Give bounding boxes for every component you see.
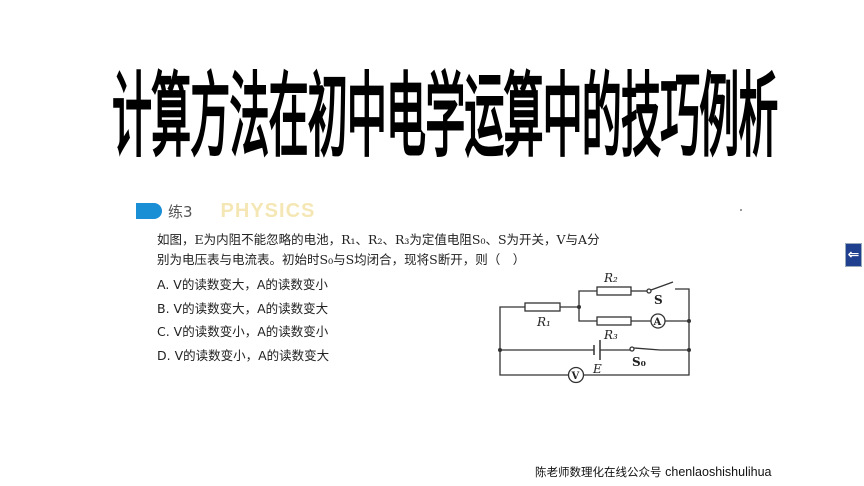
voltmeter-icon xyxy=(567,366,585,384)
option-c: C. V的读数变小，A的读数变小 xyxy=(157,324,329,339)
exercise-label: 练3 xyxy=(168,202,193,221)
page-title: 计算方法在初中电学运算中的技巧例析 xyxy=(112,63,778,170)
label-r3: R₃ xyxy=(603,328,618,342)
label-r2: R₂ xyxy=(603,271,618,285)
label-s: S xyxy=(654,293,663,307)
arrow-left-icon: ⇐ xyxy=(847,247,860,263)
option-b: B. V的读数变大，A的读数变大 xyxy=(157,301,329,316)
battery-e xyxy=(593,340,601,360)
resistor-r3 xyxy=(596,316,632,326)
junctions xyxy=(498,305,691,352)
resistor-r1 xyxy=(524,302,561,312)
switch-s xyxy=(646,281,674,294)
ammeter-icon xyxy=(650,313,666,329)
option-d: D. V的读数变小，A的读数变大 xyxy=(157,348,330,363)
physics-watermark: PHYSICS xyxy=(220,199,316,222)
footer-credit: 陈老师数理化在线公众号 chenlaoshishulihua xyxy=(535,465,772,479)
back-button[interactable]: ⇐ xyxy=(845,243,862,267)
resistor-r2 xyxy=(596,286,632,296)
question-text: 如图，E为内阻不能忽略的电池，R₁、R₂、R₃为定值电阻S₀、S为开关，V与A分… xyxy=(157,232,600,267)
tag-marker-icon xyxy=(136,203,162,219)
wires xyxy=(499,288,690,376)
voltmeter-label: V xyxy=(571,371,580,382)
dot xyxy=(740,209,742,211)
label-r1: R₁ xyxy=(536,315,551,329)
exercise-header: 练3 PHYSICS xyxy=(136,200,315,222)
option-a: A. V的读数变大，A的读数变小 xyxy=(157,277,328,292)
ammeter-label: A xyxy=(653,317,662,328)
label-s0: S₀ xyxy=(632,355,646,369)
label-e: E xyxy=(592,362,602,376)
switch-s0 xyxy=(629,346,661,352)
